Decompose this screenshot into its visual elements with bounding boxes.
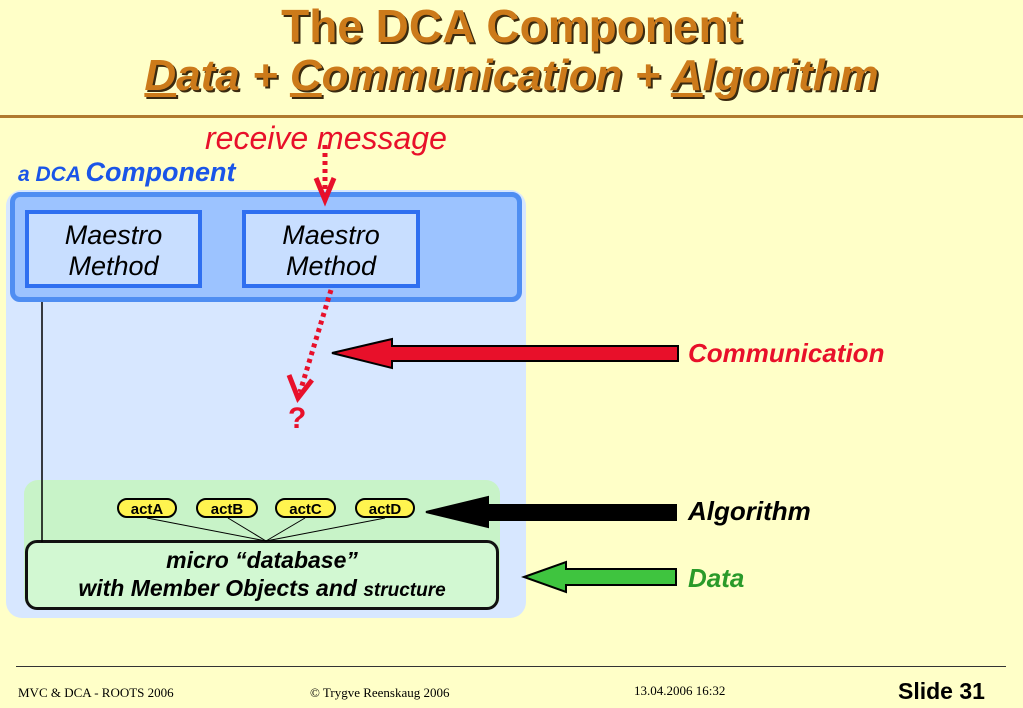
dca-prefix: a DCA (18, 163, 82, 186)
footer-copyright: © Trygve Reenskaug 2006 (310, 685, 450, 700)
footer-divider (16, 666, 1006, 667)
method-1-line2: Method (68, 251, 159, 281)
db-line2-main: with Member Objects and (78, 575, 364, 601)
dca-component-label: a DCA Component (18, 157, 235, 188)
send-arrow-head (286, 374, 314, 404)
act-link-a (146, 517, 267, 542)
algorithm-arrow (425, 495, 677, 529)
slide-title: The DCA Component (281, 0, 742, 52)
maestro-method-2: Maestro Method (242, 210, 420, 288)
slide-number: Slide 31 (898, 678, 985, 704)
algorithm-label: Algorithm (688, 496, 811, 526)
title-letter-d: D (144, 51, 177, 100)
communication-arrow (331, 337, 679, 370)
communication-label: Communication (688, 338, 885, 368)
footer-left: MVC & DCA - ROOTS 2006 (18, 685, 174, 700)
act-link-d (265, 517, 386, 542)
maestro-method-1: Maestro Method (25, 210, 202, 288)
slide-subtitle: Data + Communication + Algorithm (0, 52, 1023, 100)
db-line2: with Member Objects and structure (28, 574, 496, 605)
footer-date: 13.04.2006 16:32 (634, 683, 726, 698)
title-word-data: ata + (176, 51, 290, 100)
act-link-b (227, 517, 267, 542)
title-word-algorithm: lgorithm (702, 51, 879, 100)
act-link-c (265, 517, 306, 542)
title-letter-c: C (289, 51, 322, 100)
send-arrow-line (297, 289, 334, 393)
data-arrow (521, 560, 677, 594)
title-word-communication: ommunication + (321, 51, 671, 100)
title-divider (0, 115, 1023, 118)
act-b-pill: actB (196, 498, 258, 518)
dca-component-word: Component (85, 157, 236, 187)
method-1-line1: Maestro (64, 220, 163, 250)
act-c-pill: actC (275, 498, 336, 518)
act-a-pill: actA (117, 498, 177, 518)
receive-arrow-head (313, 177, 337, 207)
method-2-line1: Maestro (282, 220, 380, 250)
title-letter-a: A (670, 51, 703, 100)
db-line1: micro “database” (166, 547, 358, 573)
method-2-line2: Method (285, 251, 377, 281)
micro-database-box: micro “database” with Member Objects and… (25, 540, 499, 610)
db-line2-structure: structure (363, 580, 446, 601)
data-label: Data (688, 563, 745, 593)
act-d-pill: actD (355, 498, 415, 518)
receive-message-label: receive message (205, 120, 447, 156)
question-mark: ? (288, 402, 307, 435)
